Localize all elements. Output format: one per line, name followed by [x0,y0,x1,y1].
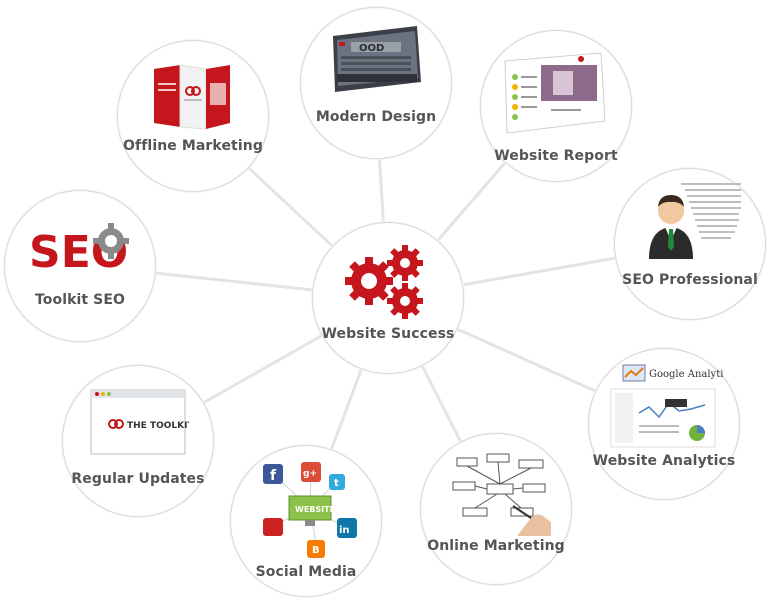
seo-gear-logo-icon: SEO [29,223,129,277]
node-modern-design: OOD Modern Design [300,7,452,159]
node-toolkit-seo: SEO Toolkit SEO [4,190,156,342]
svg-text:B: B [312,545,320,556]
node-website-success: Website Success [312,222,464,374]
laptop-screen-icon: OOD [333,26,421,92]
node-label: SEO Professional [622,272,758,288]
node-label: Website Report [494,148,618,164]
report-document-icon [504,52,606,134]
marketing-sketch-icon [452,453,551,536]
businessman-icon [649,183,741,259]
website-screen-text: WEBSITE [295,505,335,514]
svg-text:t: t [334,478,339,489]
node-seo-professional: SEO Professional [614,168,766,320]
node-regular-updates: THE TOOLKIT Regular Updates [62,365,214,517]
google-analytics-icon: Google Analytics [610,364,723,448]
google-analytics-logo-text: Google Analytics [649,369,723,380]
node-website-report: Website Report [480,30,632,182]
node-website-analytics: Google Analytics Website Analytics [588,348,740,500]
svg-text:OOD: OOD [359,43,384,54]
node-label: Regular Updates [71,471,205,487]
node-offline-marketing: Offline Marketing [117,40,269,192]
node-label: Social Media [255,564,357,580]
svg-text:f: f [270,468,277,484]
brochure-icon [154,64,230,130]
gears-icon [345,245,423,319]
node-label: Online Marketing [427,538,565,554]
node-label: Toolkit SEO [34,292,126,308]
browser-window-icon: THE TOOLKIT [90,389,189,455]
node-online-marketing: Online Marketing [420,433,572,585]
social-network-icon: WEBSITE f g+ t in B [263,462,357,558]
node-label: Modern Design [315,109,437,125]
node-label: Website Analytics [592,453,736,469]
svg-text:in: in [339,525,350,536]
node-social-media: WEBSITE f g+ t in B Social Media [230,445,382,597]
svg-text:g+: g+ [303,469,317,479]
node-label: Website Success [321,326,455,342]
toolkit-logo-text: THE TOOLKIT [127,421,189,431]
node-label: Offline Marketing [123,138,263,154]
